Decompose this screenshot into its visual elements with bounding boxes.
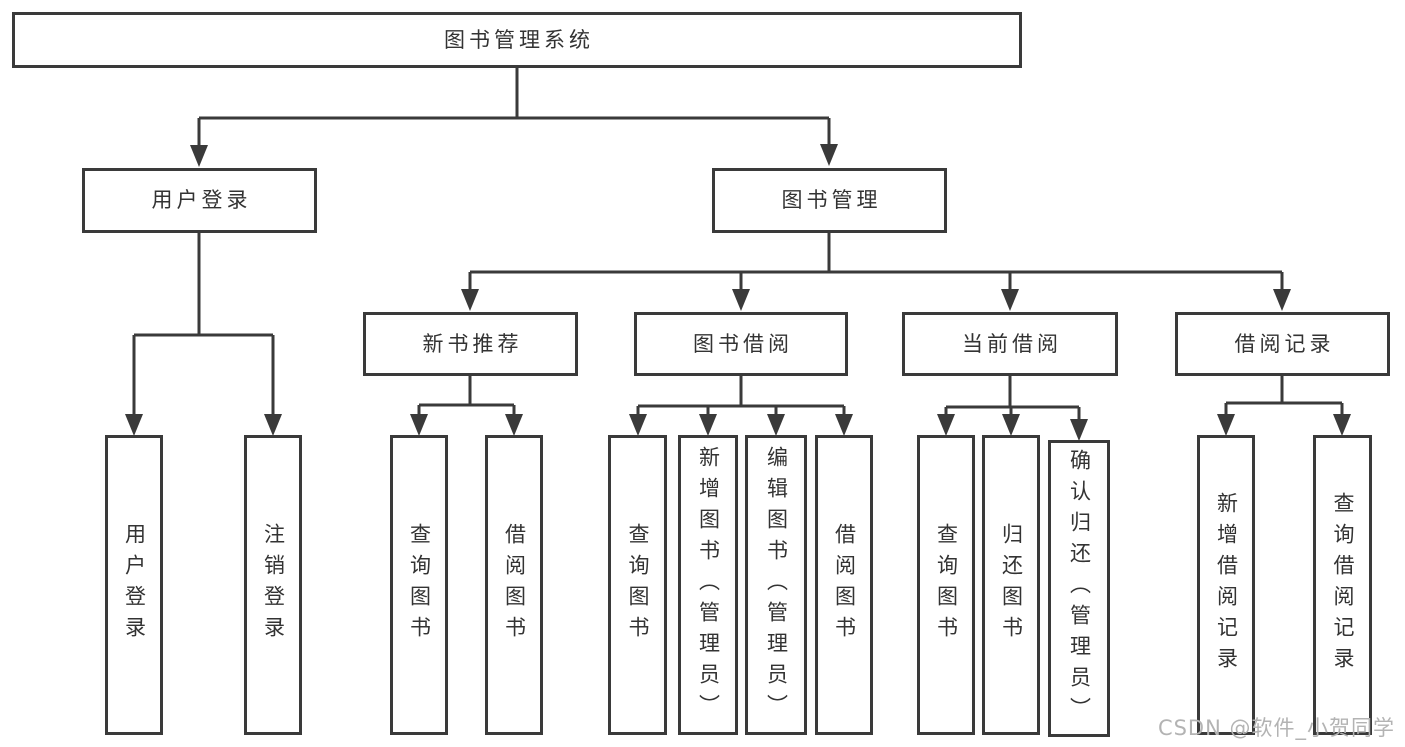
node-book-management: 图书管理: [712, 168, 947, 233]
node-book-borrow: 图书借阅: [634, 312, 848, 376]
leaf-logout-label: 注销登录: [261, 523, 286, 647]
leaf-borrow-query-books-label: 查询图书: [626, 523, 650, 647]
leaf-add-books-admin-label: 新增图书（管理员）: [696, 445, 721, 725]
node-book-borrow-label: 图书借阅: [693, 331, 793, 356]
arrowhead-icon: [461, 289, 479, 311]
arrowhead-icon: [1002, 414, 1020, 436]
leaf-newbook-borrow-books: 借阅图书: [485, 435, 543, 735]
arrowhead-icon: [1333, 414, 1351, 436]
arrowhead-icon: [699, 414, 717, 436]
connector-current-borrow-split: [944, 376, 1081, 425]
leaf-newbook-query-books-label: 查询图书: [407, 523, 432, 647]
arrowhead-icon: [410, 414, 428, 436]
arrowhead-icon: [835, 414, 853, 436]
arrowhead-group: [125, 144, 1351, 441]
node-root: 图书管理系统: [12, 12, 1022, 68]
leaf-edit-books-admin: 编辑图书（管理员）: [745, 435, 807, 735]
connector-user-login-split: [132, 233, 275, 420]
connector-new-book-split: [417, 376, 516, 420]
arrowhead-icon: [125, 414, 143, 436]
leaf-edit-books-admin-label: 编辑图书（管理员）: [764, 445, 789, 725]
node-new-book-recommend: 新书推荐: [363, 312, 578, 376]
leaf-current-query-books: 查询图书: [917, 435, 975, 735]
arrowhead-icon: [190, 145, 208, 167]
leaf-borrow-books-label: 借阅图书: [832, 523, 857, 647]
arrowhead-icon: [1070, 419, 1088, 441]
node-user-login-label: 用户登录: [151, 188, 252, 213]
arrowhead-icon: [820, 144, 838, 166]
leaf-add-borrow-record: 新增借阅记录: [1197, 435, 1255, 735]
leaf-user-login: 用户登录: [105, 435, 163, 735]
arrowhead-icon: [505, 414, 523, 436]
node-new-book-recommend-label: 新书推荐: [422, 331, 523, 356]
csdn-watermark: CSDN @软件_小贺同学: [1157, 716, 1395, 740]
leaf-logout: 注销登录: [244, 435, 302, 735]
connector-book-borrow-split: [636, 376, 846, 420]
leaf-query-borrow-record-label: 查询借阅记录: [1331, 492, 1355, 678]
leaf-return-books: 归还图书: [982, 435, 1040, 735]
node-book-management-label: 图书管理: [781, 188, 882, 213]
leaf-borrow-books: 借阅图书: [815, 435, 873, 735]
leaf-confirm-return-admin: 确认归还（管理员）: [1048, 440, 1110, 737]
node-current-borrow: 当前借阅: [902, 312, 1118, 376]
node-root-label: 图书管理系统: [444, 27, 594, 52]
node-user-login: 用户登录: [82, 168, 317, 233]
connector-borrow-records-split: [1224, 376, 1344, 420]
arrowhead-icon: [1217, 414, 1235, 436]
leaf-add-borrow-record-label: 新增借阅记录: [1214, 492, 1239, 678]
connector-book-management-split: [468, 233, 1284, 294]
arrowhead-icon: [264, 414, 282, 436]
leaf-add-books-admin: 新增图书（管理员）: [678, 435, 738, 735]
leaf-confirm-return-admin-label: 确认归还（管理员）: [1067, 449, 1092, 728]
node-current-borrow-label: 当前借阅: [962, 331, 1062, 356]
leaf-newbook-query-books: 查询图书: [390, 435, 448, 735]
arrowhead-icon: [1273, 289, 1291, 311]
leaf-borrow-query-books: 查询图书: [608, 435, 667, 735]
leaf-current-query-books-label: 查询图书: [934, 523, 959, 647]
leaf-query-borrow-record: 查询借阅记录: [1313, 435, 1372, 735]
arrowhead-icon: [1001, 289, 1019, 311]
node-borrow-records-label: 借阅记录: [1234, 331, 1335, 356]
leaf-return-books-label: 归还图书: [999, 523, 1024, 647]
leaf-newbook-borrow-books-label: 借阅图书: [502, 523, 527, 647]
arrowhead-icon: [732, 289, 750, 311]
node-borrow-records: 借阅记录: [1175, 312, 1390, 376]
arrowhead-icon: [937, 414, 955, 436]
arrowhead-icon: [767, 414, 785, 436]
connector-root-split: [197, 68, 831, 150]
arrowhead-icon: [629, 414, 647, 436]
leaf-user-login-label: 用户登录: [122, 523, 147, 647]
